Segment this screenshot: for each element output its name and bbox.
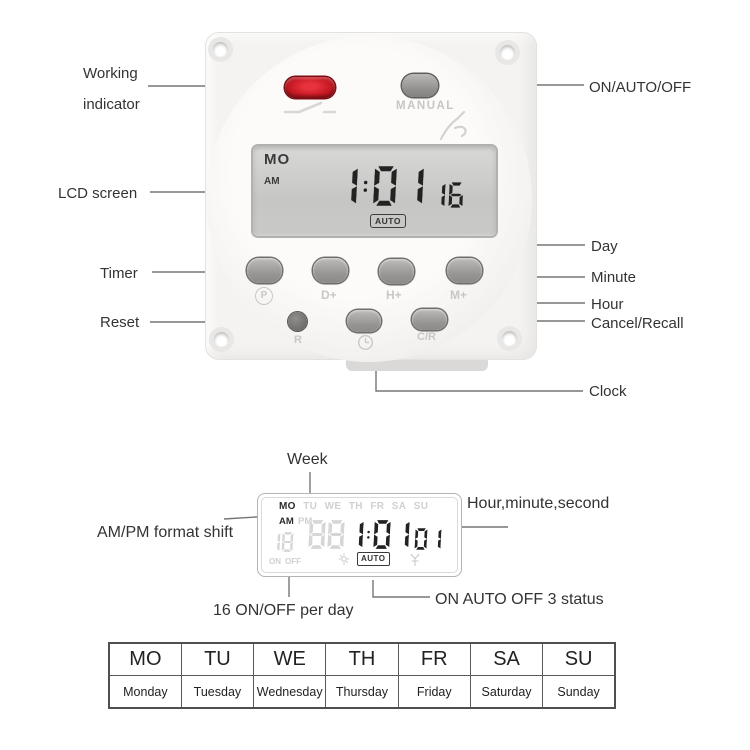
mounting-hole-top-right bbox=[500, 45, 515, 60]
lcd-diagram-auto-badge: AUTO bbox=[357, 552, 390, 566]
week-table-day-cell: Wednesday bbox=[253, 675, 327, 709]
reset-button[interactable] bbox=[288, 312, 307, 331]
label-on-off-per-day: 16 ON/OFF per day bbox=[213, 602, 354, 619]
clock-button[interactable] bbox=[347, 310, 381, 332]
lcd-diagram-seconds-digits bbox=[414, 527, 442, 551]
lcd-week-day: WE bbox=[324, 501, 342, 512]
week-table-day-cell: Thursday bbox=[325, 675, 399, 709]
label-working-indicator: Working indicator bbox=[83, 65, 140, 113]
lcd-seconds-digits bbox=[430, 178, 464, 212]
week-table-header-cell: SU bbox=[542, 642, 616, 676]
reset-button-label: R bbox=[294, 334, 302, 346]
label-am-pm-shift: AM/PM format shift bbox=[97, 524, 234, 541]
lcd-week-day: TH bbox=[348, 501, 363, 512]
label-lcd-screen: LCD screen bbox=[58, 185, 138, 202]
label-hour: Hour bbox=[591, 296, 624, 313]
lcd-week-days: MO TU WE TH FR SA SU bbox=[279, 501, 428, 512]
lcd-auto-badge: AUTO bbox=[370, 214, 406, 229]
hour-button-label: H+ bbox=[386, 288, 402, 302]
label-timer: Timer bbox=[100, 265, 138, 282]
switch-contact-icon bbox=[283, 101, 337, 114]
lcd-week-day: FR bbox=[370, 501, 385, 512]
lcd-week-day: MO bbox=[279, 501, 296, 512]
label-clock: Clock bbox=[589, 383, 627, 400]
on-auto-off-button[interactable] bbox=[402, 74, 438, 97]
cancel-recall-button[interactable] bbox=[412, 309, 447, 330]
lcd-ampm-text: AM bbox=[264, 176, 280, 187]
lcd-week-day: SA bbox=[391, 501, 407, 512]
timer-program-button[interactable] bbox=[247, 258, 282, 283]
week-table-header-cell: FR bbox=[397, 642, 471, 676]
day-button-label: D+ bbox=[321, 288, 337, 302]
lcd-pm-text: PM bbox=[298, 516, 313, 527]
clock-icon bbox=[357, 334, 374, 351]
hour-button[interactable] bbox=[379, 259, 414, 284]
label-on-auto-off: ON/AUTO/OFF bbox=[589, 79, 692, 96]
label-week: Week bbox=[287, 451, 328, 468]
working-indicator-light bbox=[285, 77, 335, 98]
lamp-on-icon bbox=[339, 553, 349, 565]
week-table-day-cell: Monday bbox=[108, 675, 182, 709]
label-hour-minute-second: Hour,minute,second bbox=[467, 495, 610, 512]
lcd-count-digits bbox=[268, 531, 294, 553]
week-table-day-cell: Tuesday bbox=[180, 675, 255, 709]
lcd-time-digits bbox=[334, 160, 425, 212]
week-table-header-cell: SA bbox=[469, 642, 544, 676]
program-button-label: P bbox=[255, 287, 273, 305]
lcd-am-text: AM bbox=[279, 516, 294, 527]
manual-label: MANUAL bbox=[396, 100, 455, 112]
week-table-day-cell: Sunday bbox=[542, 675, 616, 709]
lcd-screen: MO AM AUTO bbox=[253, 146, 496, 236]
day-button[interactable] bbox=[313, 258, 348, 283]
label-day: Day bbox=[591, 238, 618, 255]
week-table-day-cell: Friday bbox=[397, 675, 471, 709]
lcd-on-text: ON bbox=[269, 557, 281, 566]
mounting-hole-top-left bbox=[213, 42, 228, 57]
minute-button[interactable] bbox=[447, 258, 482, 283]
week-table-header-cell: MO bbox=[108, 642, 182, 676]
week-table-day-cell: Saturday bbox=[469, 675, 544, 709]
lcd-ghost-digits bbox=[308, 518, 345, 551]
label-reset: Reset bbox=[100, 314, 140, 331]
week-table-header-cell: WE bbox=[253, 642, 327, 676]
lcd-diagram: MO TU WE TH FR SA SU AM PM ON OFF AUTO bbox=[257, 493, 462, 577]
lcd-week-day: TU bbox=[303, 501, 318, 512]
label-minute: Minute bbox=[591, 269, 637, 286]
week-table-header-cell: TH bbox=[325, 642, 399, 676]
week-table-header-cell: TU bbox=[180, 642, 255, 676]
lcd-diagram-time-digits bbox=[346, 518, 410, 551]
mounting-hole-bottom-right bbox=[502, 331, 517, 346]
lcd-week-day: SU bbox=[413, 501, 429, 512]
leader-status bbox=[372, 580, 430, 598]
lcd-day-text: MO bbox=[264, 151, 291, 168]
minute-button-label: M+ bbox=[450, 288, 468, 302]
lcd-off-text: OFF bbox=[285, 557, 301, 566]
label-cancel-recall: Cancel/Recall bbox=[591, 315, 684, 332]
pointing-hand-icon bbox=[439, 110, 467, 141]
cancel-recall-button-label: C/R bbox=[417, 331, 436, 343]
label-on-auto-off-status: ON AUTO OFF 3 status bbox=[435, 591, 604, 608]
lamp-off-icon bbox=[410, 553, 420, 567]
mounting-hole-bottom-left bbox=[214, 332, 229, 347]
lcd-diagram-frame bbox=[261, 497, 458, 573]
